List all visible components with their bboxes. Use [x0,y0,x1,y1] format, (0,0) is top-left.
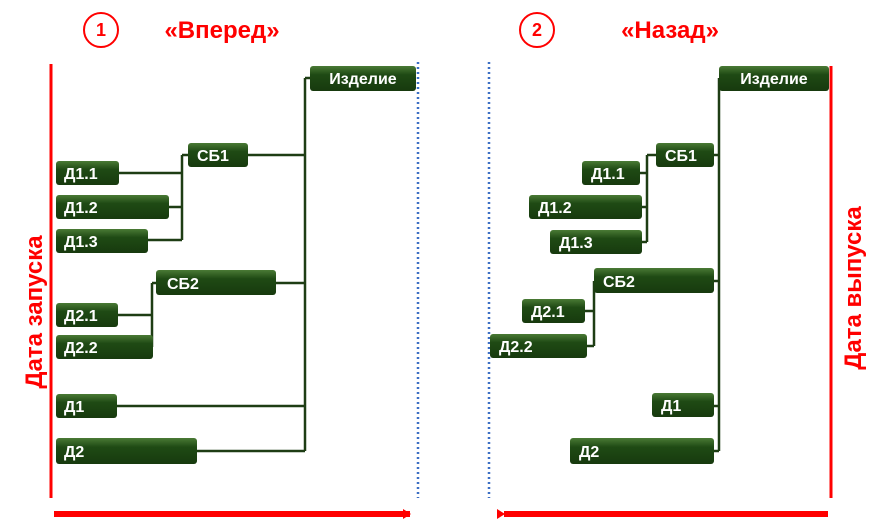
bwd-bar-d1: Д1 [652,393,714,417]
fwd-bar-d22: Д2.2 [56,335,153,359]
svg-text:Д1: Д1 [64,399,84,416]
bwd-bar-product: Изделие [719,66,829,91]
fwd-bar-product: Изделие [310,66,416,91]
fwd-bar-sb2: СБ2 [156,270,276,295]
bwd-bar-d12: Д1.2 [529,195,642,219]
panel-forward-number: 1 [96,20,106,40]
svg-text:СБ1: СБ1 [665,148,697,165]
backward-connectors [585,78,721,453]
bwd-bar-d2: Д2 [570,438,714,464]
svg-text:Д2: Д2 [64,444,84,461]
panel-backward-number-badge: 2 [519,12,555,48]
svg-text:Д1.3: Д1.3 [559,235,593,252]
svg-text:Изделие: Изделие [329,71,397,88]
panel-backward-title: «Назад» [621,17,719,44]
svg-text:СБ2: СБ2 [603,274,635,291]
panel-forward-title: «Вперед» [164,17,279,44]
svg-text:Изделие: Изделие [740,71,808,88]
bwd-bar-d21: Д2.1 [522,299,585,323]
svg-text:Д2.2: Д2.2 [64,340,98,357]
fwd-bar-d21: Д2.1 [56,303,118,327]
fwd-bar-d2: Д2 [56,438,197,464]
bwd-bar-sb1: СБ1 [656,143,714,167]
fwd-bar-d12: Д1.2 [56,195,169,219]
panel-forward: 1 «Вперед» Дата запуска Изделие СБ1 [21,12,420,519]
fwd-bar-d11: Д1.1 [56,161,119,185]
panel-backward: 2 «Назад» Дата выпуска Изделие СБ1 [487,12,867,519]
start-date-label: Дата запуска [21,235,48,389]
svg-text:СБ2: СБ2 [167,276,199,293]
bwd-bar-d13: Д1.3 [550,230,642,254]
bwd-bar-d11: Д1.1 [582,161,640,185]
svg-text:Д1.2: Д1.2 [538,200,572,217]
panel-forward-number-badge: 1 [83,12,119,48]
svg-text:Д2.1: Д2.1 [64,308,98,325]
forward-connectors [117,76,310,453]
release-date-label: Дата выпуска [840,206,867,370]
panel-backward-number: 2 [532,20,542,40]
svg-text:Д1: Д1 [661,398,681,415]
svg-text:Д2.2: Д2.2 [499,339,533,356]
svg-text:Д1.2: Д1.2 [64,200,98,217]
svg-text:Д1.1: Д1.1 [64,166,98,183]
fwd-bar-d13: Д1.3 [56,229,148,253]
svg-text:Д1.3: Д1.3 [64,234,98,251]
svg-text:Д2.1: Д2.1 [531,304,565,321]
fwd-bar-d1: Д1 [56,394,117,418]
svg-text:Д2: Д2 [579,444,599,461]
svg-text:СБ1: СБ1 [197,148,229,165]
svg-text:Д1.1: Д1.1 [591,166,625,183]
bwd-bar-sb2: СБ2 [594,268,714,293]
bwd-bar-d22: Д2.2 [490,334,587,358]
fwd-bar-sb1: СБ1 [188,143,248,167]
